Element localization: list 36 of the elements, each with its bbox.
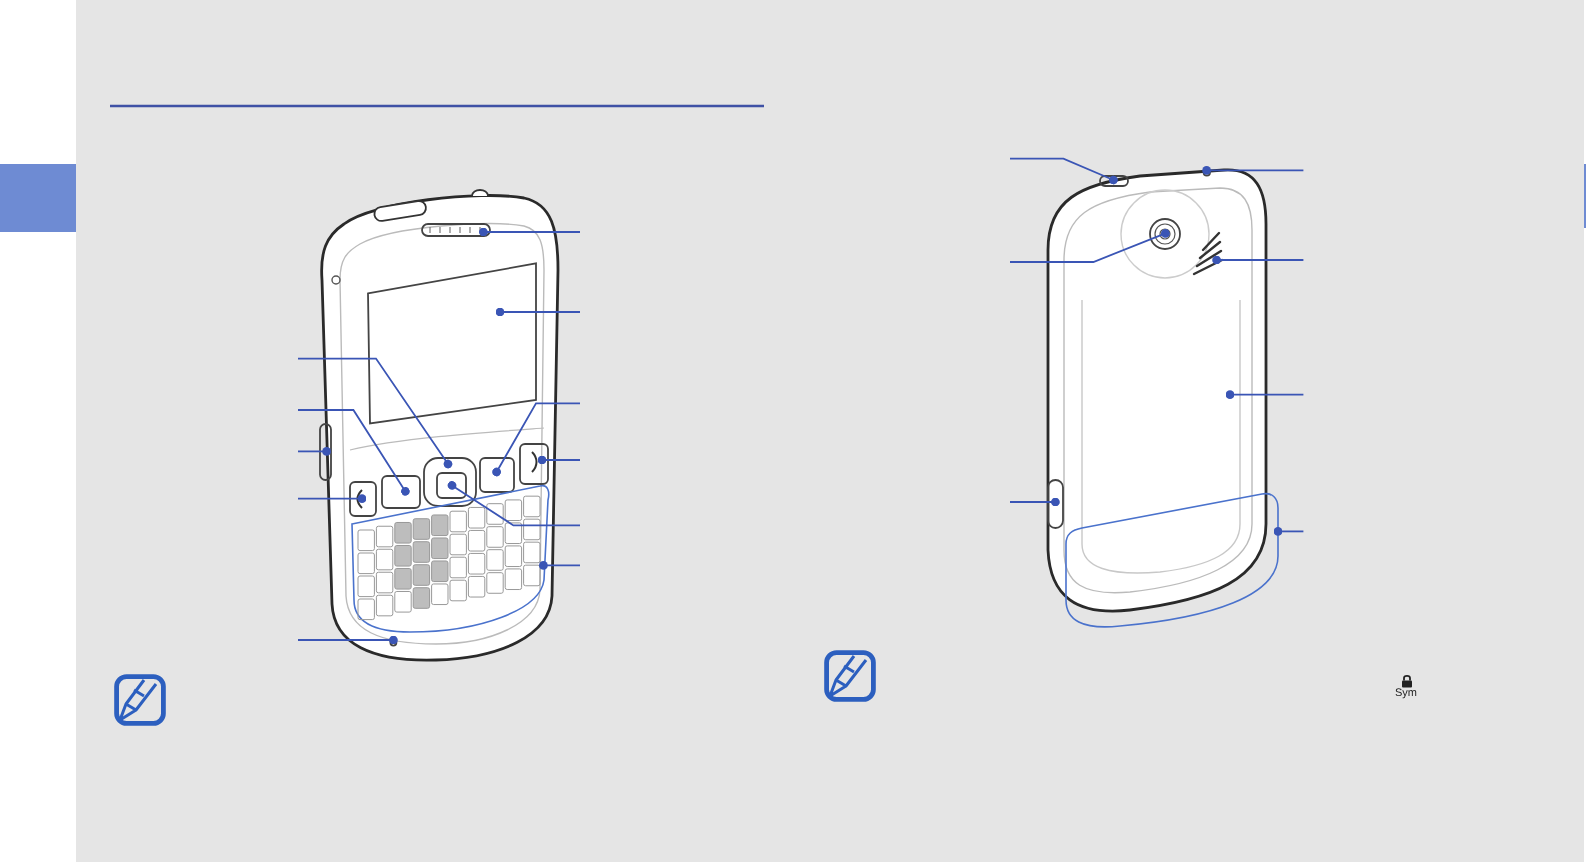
camera-lens	[1149, 218, 1181, 250]
leader-line	[447, 481, 581, 527]
leader-line	[297, 635, 398, 645]
leader-line	[495, 307, 581, 317]
softkey	[381, 475, 421, 509]
side-slot	[1047, 479, 1064, 529]
leader-line	[492, 402, 581, 477]
display-screen	[367, 262, 537, 425]
battery-cover	[1081, 299, 1241, 574]
headset-jack	[1099, 175, 1129, 187]
leader-line	[1009, 157, 1118, 185]
leader-line	[297, 409, 410, 496]
microphone-hole	[389, 638, 398, 647]
end-key	[519, 443, 549, 485]
leader-line	[537, 455, 581, 465]
leader-line	[1202, 166, 1305, 175]
softkey	[479, 457, 515, 493]
dial-key	[349, 481, 377, 517]
speaker-grille	[1192, 231, 1224, 276]
navigation-key	[423, 457, 477, 507]
antenna-area	[1065, 492, 1279, 628]
leader-line	[297, 357, 453, 469]
volume-key	[319, 423, 332, 481]
leader-line	[479, 227, 581, 237]
leader-line	[1212, 255, 1305, 265]
confirm-key	[436, 472, 467, 499]
leader-line	[1009, 497, 1060, 507]
hole	[1202, 168, 1211, 177]
leader-line	[297, 494, 367, 503]
keyboard	[351, 484, 550, 633]
leader-line	[1225, 390, 1305, 399]
leader-line	[539, 561, 581, 570]
earpiece	[421, 223, 491, 237]
leader-line	[297, 447, 331, 456]
leader-line	[1009, 229, 1170, 263]
leader-line	[1273, 527, 1305, 536]
